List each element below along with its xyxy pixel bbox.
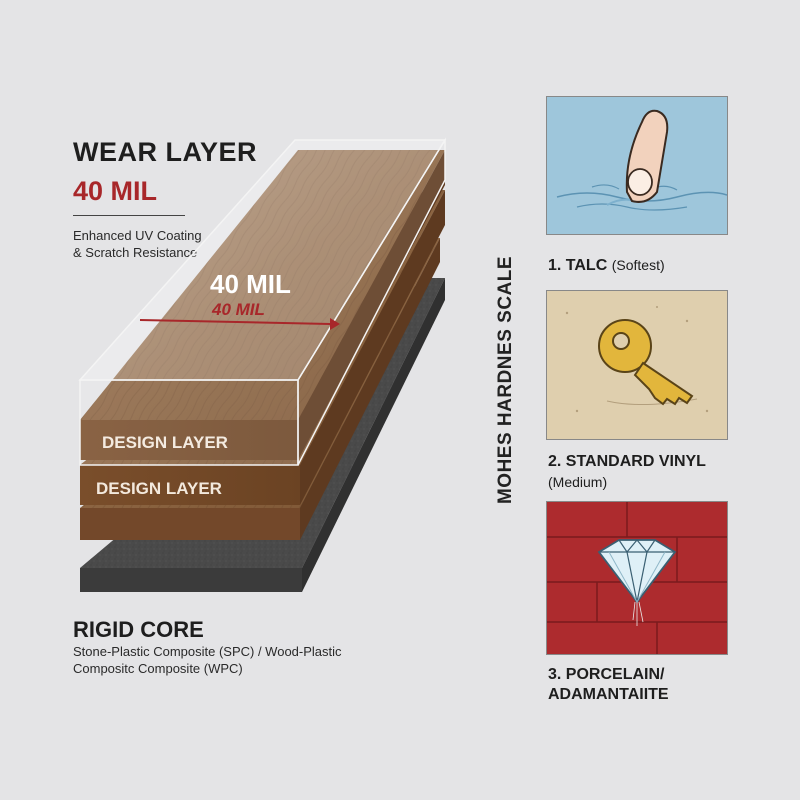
vinyl-panel	[546, 290, 728, 440]
wear-layer-box-label: 40 MIL	[210, 269, 291, 299]
design-layer-label-bottom: DESIGN LAYER	[96, 479, 222, 498]
wear-thickness-arrow	[139, 319, 331, 325]
wear-layer-description: Enhanced UV Coating & Scratch Resistance	[73, 227, 223, 261]
wear-thickness-arrowhead	[330, 318, 340, 330]
design-layer-label-top: DESIGN LAYER	[102, 433, 228, 452]
talc-note: (Softest)	[611, 257, 665, 273]
rigid-core-title: RIGID CORE	[73, 617, 204, 642]
finger-press-icon	[556, 109, 727, 211]
talc-label: 1. TALC	[548, 257, 608, 274]
wear-layer-divider	[73, 215, 185, 216]
porcelain-note: ADAMANTAIITE	[548, 686, 669, 703]
talc-panel	[546, 96, 728, 235]
wear-layer-description-line2: & Scratch Resistance	[73, 245, 198, 260]
vinyl-note: (Medium)	[548, 474, 608, 490]
talc-caption: 1. TALC (Softest)	[548, 255, 665, 276]
porcelain-panel	[546, 501, 728, 655]
vinyl-label: 2. STANDARD VINYL	[548, 453, 706, 470]
wear-arrow-label: 40 MIL	[211, 300, 265, 319]
vinyl-caption: 2. STANDARD VINYL (Medium)	[548, 452, 706, 493]
top-design-layer: DESIGN LAYER	[80, 150, 445, 460]
rigid-core-description-line2: Compositc Composite (WPC)	[73, 661, 243, 676]
porcelain-label: 3. PORCELAIN/	[548, 666, 665, 683]
wear-layer-description-line1: Enhanced UV Coating	[73, 228, 202, 243]
wear-layer-title: WEAR LAYER	[73, 137, 258, 167]
flooring-layer-stack: DESIGN LAYER DESIGN LAYER 40 MIL 40 MIL	[78, 137, 447, 592]
key-icon	[565, 306, 709, 413]
wear-layer-thickness: 40 MIL	[73, 176, 158, 206]
diamond-icon	[547, 502, 727, 654]
rigid-core-description: Stone-Plastic Composite (SPC) / Wood-Pla…	[73, 643, 393, 677]
wear-layer-box: 40 MIL 40 MIL	[78, 137, 447, 466]
hardness-scale-title: MOHES HARDNES SCALE	[495, 255, 516, 505]
rigid-core-description-line1: Stone-Plastic Composite (SPC) / Wood-Pla…	[73, 644, 342, 659]
porcelain-caption: 3. PORCELAIN/ ADAMANTAIITE	[548, 665, 669, 705]
